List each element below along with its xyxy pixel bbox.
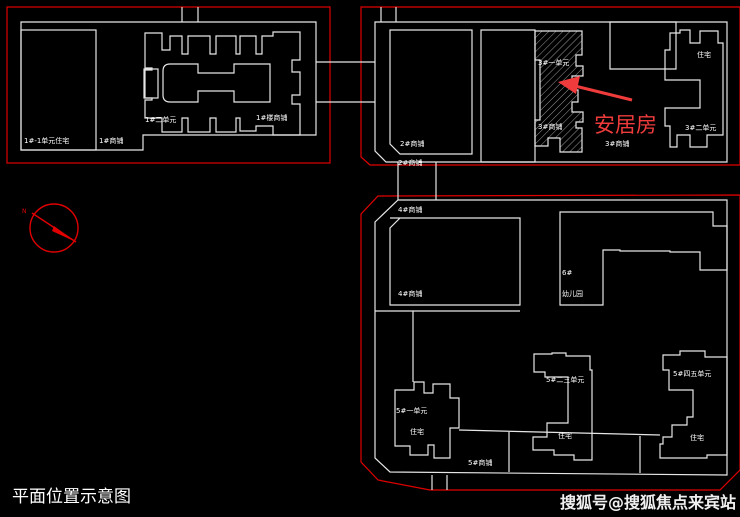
label-b-5: 5#一单元	[396, 406, 427, 415]
label-b-7: 5#二三单元	[546, 375, 584, 384]
label-tr-7: 3#二单元	[685, 123, 716, 132]
roads	[181, 7, 448, 490]
label-tr-2: 2#商铺	[398, 158, 422, 167]
label-b-9: 5#四五单元	[673, 369, 711, 378]
arrow-icon	[558, 76, 633, 102]
label-b-1: 4#商铺	[398, 205, 422, 214]
plot-boundary-northwest	[6, 6, 331, 164]
northeast-plot-outline	[374, 21, 728, 163]
northwest-plot-outline	[20, 21, 317, 151]
label-tr-5: 3#商铺	[605, 139, 629, 148]
plot-boundary-south	[360, 194, 740, 491]
label-b-4: 幼儿园	[562, 289, 583, 298]
resettlement-housing-label: 安居房	[594, 113, 657, 137]
svg-text:N: N	[22, 208, 27, 215]
plot-boundary-northeast	[360, 6, 740, 166]
watermark: 搜狐号@搜狐焦点来宾站	[560, 493, 737, 512]
label-b-3: 6#	[562, 269, 572, 277]
label-b-2: 4#商铺	[398, 289, 422, 298]
label-tl-3: 1#二单元	[145, 115, 176, 124]
label-b-10: 住宅	[690, 433, 704, 442]
label-b-6: 住宅	[410, 427, 424, 436]
south-plot-outline	[374, 199, 728, 476]
label-tl-2: 1#商铺	[99, 136, 123, 145]
label-tl-1: 1#-1单元住宅	[24, 136, 69, 145]
plan-title: 平面位置示意图	[12, 487, 131, 507]
north-arrow-compass-icon: N	[22, 203, 79, 253]
resettlement-housing-building	[534, 30, 584, 153]
label-b-8: 住宅	[558, 431, 572, 440]
label-tr-6: 住宅	[697, 50, 711, 59]
label-tr-3: 3#一单元	[538, 58, 569, 67]
label-tl-4: 1#楼商铺	[256, 113, 287, 122]
label-tr-4: 3#商铺	[538, 122, 562, 131]
label-b-11: 5#商铺	[468, 458, 492, 467]
label-tr-1: 2#商铺	[400, 139, 424, 148]
